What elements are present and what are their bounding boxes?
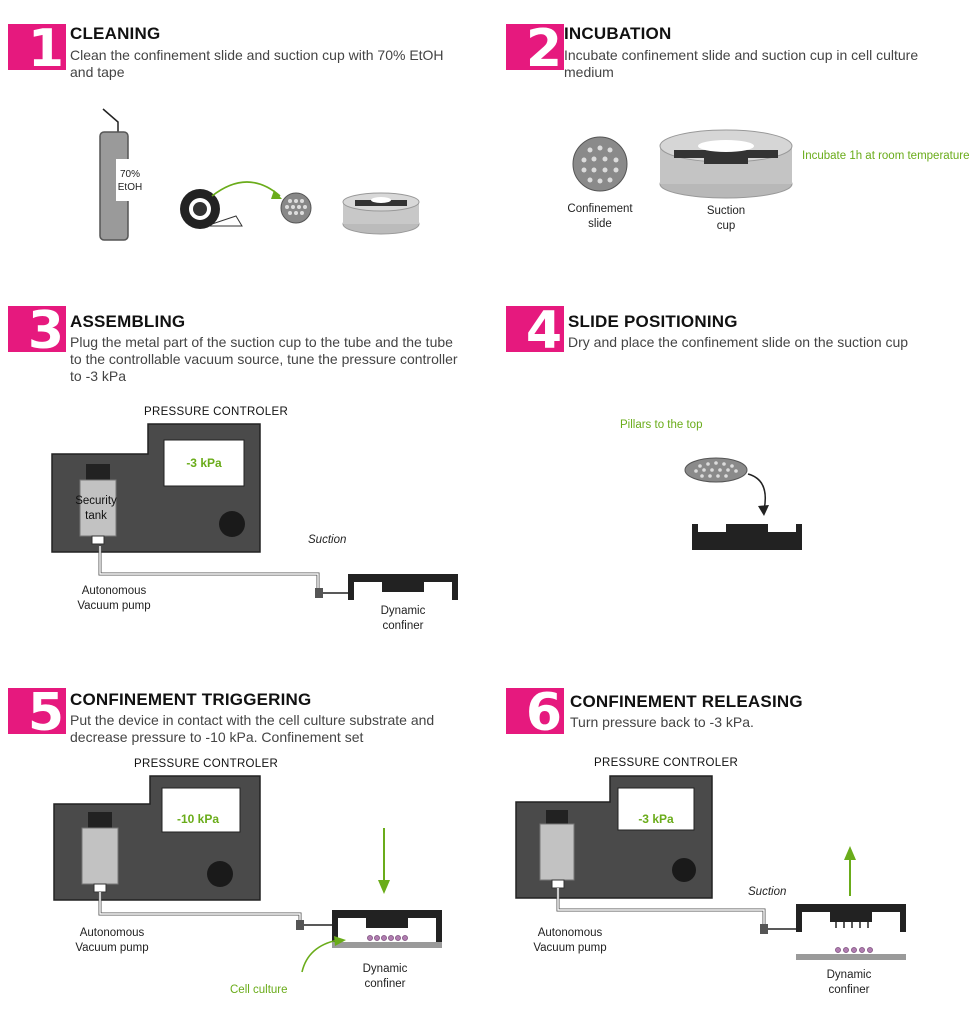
step-5-confinement-triggering: 5 CONFINEMENT TRIGGERING Put the device … — [8, 688, 478, 1018]
up-arrow — [844, 846, 856, 896]
step-6-confinement-releasing: 6 CONFINEMENT RELEASING Turn pressure ba… — [506, 688, 976, 1018]
step-title: SLIDE POSITIONING — [568, 312, 738, 331]
vacuum-tube — [98, 546, 348, 598]
step-description: Clean the confinement slide and suction … — [70, 47, 444, 80]
step-number-badge: 2 — [506, 24, 564, 70]
step-description: Incubate confinement slide and suction c… — [564, 47, 919, 80]
pump-label: Autonomous Vacuum pump — [533, 927, 607, 954]
suction-cup-illustration — [342, 192, 420, 235]
suction-cup-in-medium-illustration — [659, 129, 793, 199]
step-description: Turn pressure back to -3 kPa. — [570, 714, 754, 730]
confiner-label: Dynamic confiner — [362, 963, 408, 990]
step-title: CLEANING — [70, 24, 161, 43]
dynamic-confiner-illustration — [348, 574, 458, 600]
transfer-arrow — [211, 181, 282, 199]
lifted-confiner-illustration — [796, 904, 906, 960]
pressure-display-value: -10 kPa — [176, 812, 220, 826]
confiner-label: Dynamic confiner — [380, 605, 426, 632]
confiner-label: Dynamic confiner — [826, 969, 872, 996]
security-tank-label: Security tank — [75, 495, 117, 522]
step-2-incubation: 2 INCUBATION Incubate confinement slide … — [506, 24, 976, 354]
pump-label: Autonomous Vacuum pump — [75, 927, 149, 954]
step-number-badge: 1 — [8, 24, 66, 70]
placement-arrow — [747, 473, 769, 516]
suction-label: Suction — [308, 534, 347, 546]
pressure-display-value: -3 kPa — [186, 456, 222, 470]
pressure-controller-illustration — [515, 775, 713, 899]
cup-label: Suction cup — [706, 205, 746, 232]
suction-cup-profile-illustration — [692, 524, 802, 550]
step-4-slide-positioning: 4 SLIDE POSITIONING Dry and place the co… — [506, 306, 976, 636]
cell-culture-pointer — [301, 936, 346, 973]
vacuum-tube — [556, 888, 796, 934]
controller-title: PRESSURE CONTROLER — [594, 757, 739, 769]
ethanol-bottle-illustration — [99, 108, 138, 241]
step-number-badge: 3 — [8, 306, 66, 352]
step-description: Dry and place the confinement slide on t… — [568, 334, 909, 350]
step-number-badge: 4 — [506, 306, 564, 352]
slide-label: Confinement slide — [567, 203, 633, 230]
pressure-controller-illustration — [51, 423, 261, 553]
step-title: ASSEMBLING — [70, 312, 186, 331]
step-3-assembling: 3 ASSEMBLING Plug the metal part of the … — [8, 306, 478, 636]
confinement-slide-illustration — [572, 136, 628, 192]
incubation-note: Incubate 1h at room temperature — [802, 150, 970, 162]
pressure-controller-illustration — [53, 775, 261, 901]
step-1-cleaning: 1 CLEANING Clean the confinement slide a… — [8, 24, 478, 354]
step-title: INCUBATION — [564, 24, 672, 43]
vacuum-tube — [98, 892, 332, 930]
tilted-slide-illustration — [684, 457, 748, 483]
controller-title: PRESSURE CONTROLER — [144, 406, 289, 418]
bottle-label: 70% EtOH — [117, 169, 143, 193]
step-title: CONFINEMENT RELEASING — [570, 692, 803, 711]
tape-roll-illustration — [180, 189, 243, 229]
suction-label: Suction — [748, 886, 787, 898]
step-number-badge: 5 — [8, 688, 66, 734]
slide-illustration — [280, 192, 312, 224]
step-title: CONFINEMENT TRIGGERING — [70, 690, 312, 709]
pressure-display-value: -3 kPa — [638, 812, 674, 826]
step-number-badge: 6 — [506, 688, 564, 734]
down-arrow — [378, 828, 390, 894]
pump-label: Autonomous Vacuum pump — [77, 585, 151, 612]
step-description: Put the device in contact with the cell … — [70, 712, 435, 745]
step-description: Plug the metal part of the suction cup t… — [70, 334, 458, 384]
controller-title: PRESSURE CONTROLER — [134, 758, 279, 770]
cell-culture-label: Cell culture — [230, 984, 288, 996]
dynamic-confiner-on-substrate-illustration — [332, 910, 442, 948]
positioning-note: Pillars to the top — [620, 419, 703, 431]
